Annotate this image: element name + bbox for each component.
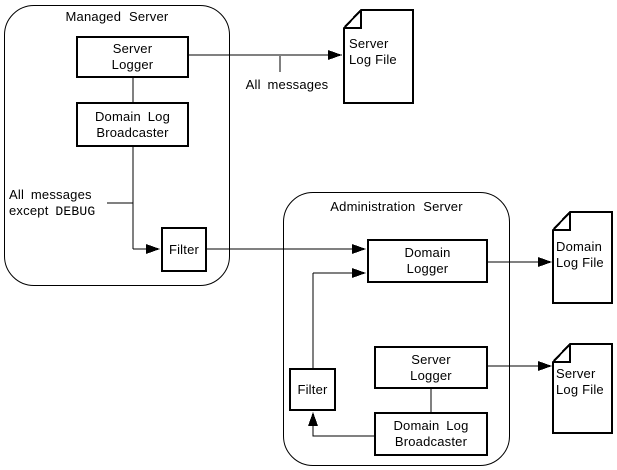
node-label-line: Broadcaster (96, 124, 169, 140)
doc-label-line: Log File (556, 382, 604, 397)
node-server-logger-admin: Server Logger (374, 346, 488, 389)
node-label-line: Logger (406, 261, 449, 276)
doc-label-line: Domain (556, 239, 602, 254)
annotation-line: except DEBUG (9, 203, 95, 220)
node-server-logger-managed: Server Logger (76, 36, 189, 78)
arrowhead-into-domainlogger-upper (352, 244, 366, 254)
managed-server-title: Managed Server (65, 9, 169, 24)
domain-log-file-doc-icon (552, 211, 613, 304)
node-label-line: Filter (297, 381, 328, 397)
arrowhead-into-domainlogfile (538, 257, 552, 267)
annotation-debug-code: DEBUG (55, 204, 96, 219)
node-domain-log-broadcaster-managed: Domain Log Broadcaster (76, 102, 189, 147)
server-log-file-2-label: Server Log File (556, 366, 604, 398)
arrowhead-into-filter2 (308, 412, 318, 426)
annotation-line: All messages (9, 187, 92, 202)
annotation-except-word: except (9, 203, 49, 218)
node-label-line: Domain Log (393, 418, 469, 433)
node-filter-admin: Filter (289, 368, 336, 411)
doc-label-line: Log File (349, 52, 397, 67)
server-log-file-1-doc-icon (343, 9, 414, 104)
server-log-file-2-doc-icon (552, 343, 613, 434)
node-domain-log-broadcaster-admin: Domain Log Broadcaster (374, 412, 488, 456)
node-label-line: Server (112, 41, 153, 56)
doc-label-line: Server (556, 366, 596, 381)
arrowhead-into-domainlogger-lower (352, 268, 366, 278)
node-label-line: Domain Log (94, 108, 171, 124)
managed-server-container (4, 5, 230, 286)
annotation-all-messages: All messages (245, 77, 329, 92)
node-label-line: Logger (410, 367, 452, 383)
doc-label-line: Log File (556, 255, 604, 270)
node-filter-managed: Filter (161, 227, 207, 272)
administration-server-title: Administration Server (330, 199, 463, 214)
node-domain-logger: Domain Logger (367, 239, 488, 283)
arrowhead-into-serverlogfile2 (538, 361, 552, 371)
node-label-line: Domain (404, 245, 451, 260)
doc-label-line: Server (349, 36, 389, 51)
arrowhead-into-filter1 (146, 244, 160, 254)
arrowhead-into-serverlogfile1 (328, 50, 342, 60)
node-label-line: Filter (168, 241, 200, 257)
annotation-all-messages-except-debug: All messages except DEBUG (9, 187, 95, 220)
node-label-line: Logger (111, 57, 154, 72)
domain-log-file-label: Domain Log File (556, 239, 604, 271)
server-log-file-1-label: Server Log File (349, 36, 397, 68)
node-label-line: Server (411, 351, 451, 367)
administration-server-container (283, 192, 510, 466)
node-label-line: Broadcaster (394, 434, 468, 449)
